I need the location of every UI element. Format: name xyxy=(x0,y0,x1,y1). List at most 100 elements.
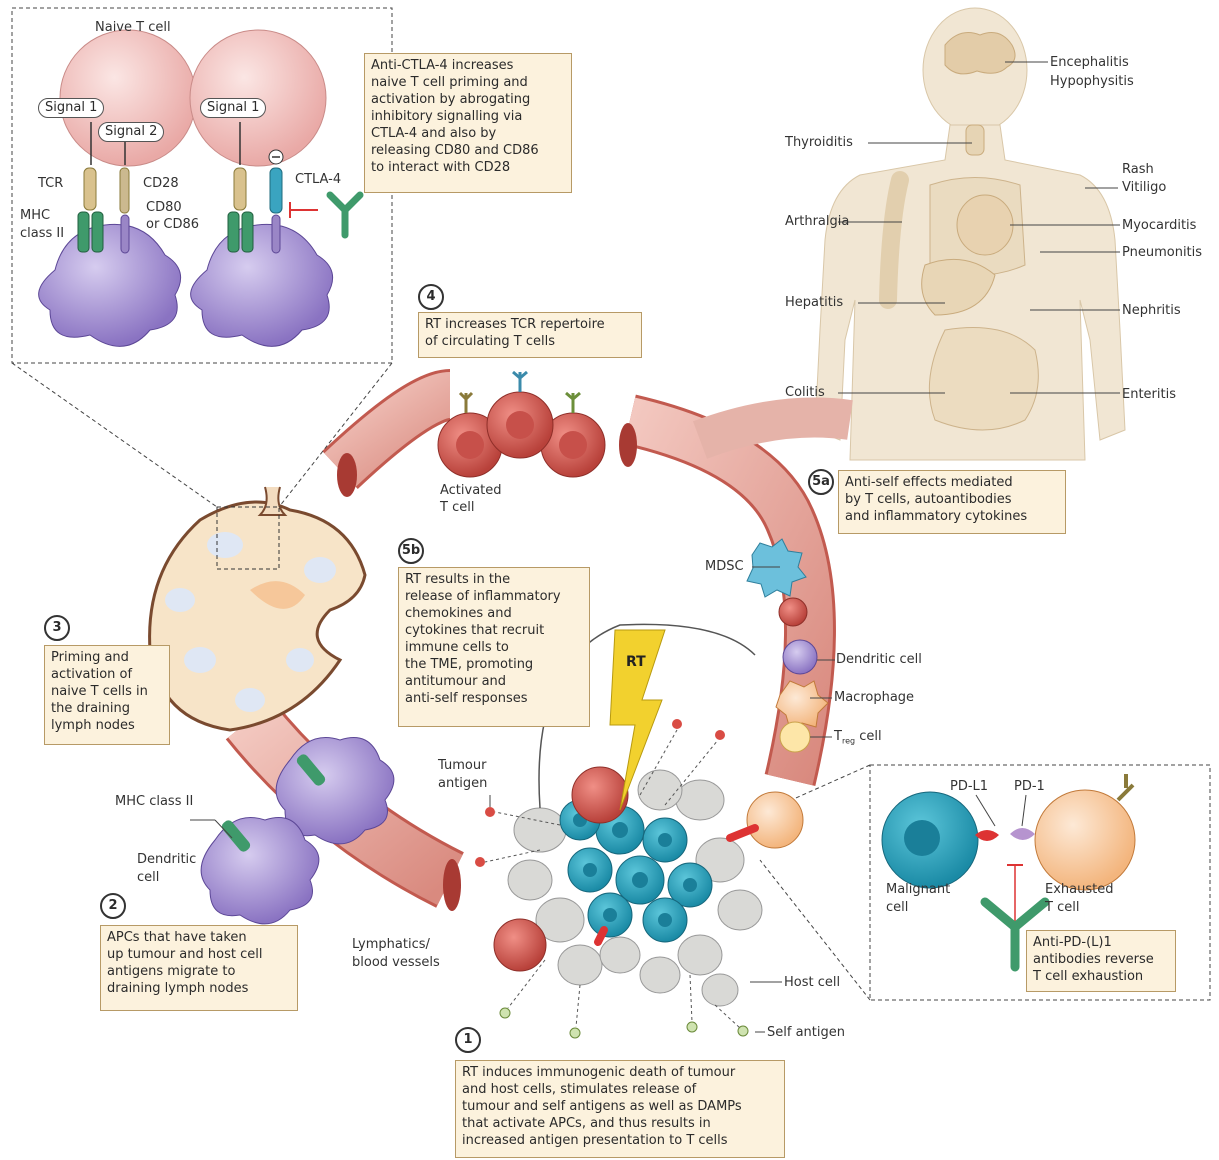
mhc-class-ii-label: MHC class II xyxy=(115,794,193,810)
colitis-label: Colitis xyxy=(785,385,825,401)
step-5b-line: antitumour and xyxy=(405,673,583,690)
lymphatics-label-line2: blood vessels xyxy=(352,955,440,971)
lymph-node xyxy=(150,487,365,730)
naive-t-cell-inset-art xyxy=(39,30,360,346)
treg-sub: reg xyxy=(842,737,855,746)
step-3-line: naive T cells in xyxy=(51,683,163,700)
encephalitis-label: Encephalitis xyxy=(1050,55,1129,71)
step-2-box: APCs that have taken up tumour and host … xyxy=(100,925,298,1011)
anti-pd-l1-line: T cell exhaustion xyxy=(1033,968,1169,985)
nephritis-label: Nephritis xyxy=(1122,303,1181,319)
macrophage-label: Macrophage xyxy=(834,690,914,706)
malignant-cell-label-line1: Malignant xyxy=(886,882,950,898)
step-3-badge: 3 xyxy=(44,615,70,641)
tumour-antigen-label-line1: Tumour xyxy=(438,758,486,774)
malignant-cell-label-line2: cell xyxy=(886,900,908,916)
signal-1-label-b: Signal 1 xyxy=(200,98,266,118)
signal-1-label: Signal 1 xyxy=(38,98,104,118)
anti-ctla4-line: activation by abrogating xyxy=(371,91,565,108)
step-2-line: draining lymph nodes xyxy=(107,980,291,997)
hepatitis-label: Hepatitis xyxy=(785,295,843,311)
arthralgia-label: Arthralgia xyxy=(785,214,849,230)
mhc-class-label-line1: MHC xyxy=(20,208,50,224)
step-5b-line: immune cells to xyxy=(405,639,583,656)
myocarditis-label: Myocarditis xyxy=(1122,218,1196,234)
step-3-line: activation of xyxy=(51,666,163,683)
step-1-line: increased antigen presentation to T cell… xyxy=(462,1132,778,1149)
step-5b-line: anti-self responses xyxy=(405,690,583,707)
step-2-line: antigens migrate to xyxy=(107,963,291,980)
dendritic-cell-label: Dendritic cell xyxy=(836,652,922,668)
activated-t-cells xyxy=(438,372,605,477)
step-5b-line: RT results in the xyxy=(405,571,583,588)
pneumonitis-label: Pneumonitis xyxy=(1122,245,1202,261)
rt-label: RT xyxy=(626,654,646,670)
step-5b-badge: 5b xyxy=(398,538,424,564)
anti-pd-l1-line: Anti-PD-(L)1 xyxy=(1033,934,1169,951)
step-4-box: RT increases TCR repertoire of circulati… xyxy=(418,312,642,358)
lymphatics-label-line1: Lymphatics/ xyxy=(352,937,430,953)
ctla4-label: CTLA-4 xyxy=(295,172,341,188)
step-2-line: APCs that have taken xyxy=(107,929,291,946)
anti-ctla4-line: releasing CD80 and CD86 xyxy=(371,142,565,159)
migrating-dendritic-cells xyxy=(201,738,394,924)
thyroiditis-label: Thyroiditis xyxy=(785,135,853,151)
step-5b-line: chemokines and xyxy=(405,605,583,622)
step-3-line: lymph nodes xyxy=(51,717,163,734)
mdsc-label: MDSC xyxy=(705,559,744,575)
anti-ctla4-box: Anti-CTLA-4 increases naive T cell primi… xyxy=(364,53,572,193)
step-1-line: that activate APCs, and thus results in xyxy=(462,1115,778,1132)
activated-t-cell-label-line1: Activated xyxy=(440,483,502,499)
step-5b-line: release of inflammatory xyxy=(405,588,583,605)
step-3-line: the draining xyxy=(51,700,163,717)
step-5b-line: cytokines that recruit xyxy=(405,622,583,639)
step-5a-line: Anti-self effects mediated xyxy=(845,474,1059,491)
signal-2-label: Signal 2 xyxy=(98,122,164,142)
dendritic-cell-lower-line2: cell xyxy=(137,870,159,886)
self-antigen-label: Self antigen xyxy=(767,1025,845,1041)
step-4-line: RT increases TCR repertoire xyxy=(425,316,635,333)
step-5a-box: Anti-self effects mediated by T cells, a… xyxy=(838,470,1066,534)
anti-ctla4-line: CTLA-4 and also by xyxy=(371,125,565,142)
mhc-class-label-line2: class II xyxy=(20,226,64,242)
anti-pd-l1-box: Anti-PD-(L)1 antibodies reverse T cell e… xyxy=(1026,930,1176,992)
exhausted-t-cell-label-line2: T cell xyxy=(1045,900,1079,916)
anti-ctla4-line: inhibitory signalling via xyxy=(371,108,565,125)
step-4-line: of circulating T cells xyxy=(425,333,635,350)
cd28-label: CD28 xyxy=(143,176,179,192)
anti-ctla4-line: to interact with CD28 xyxy=(371,159,565,176)
pd-l1-label: PD-L1 xyxy=(950,779,988,795)
activated-t-cell-label-line2: T cell xyxy=(440,500,474,516)
step-3-box: Priming and activation of naive T cells … xyxy=(44,645,170,745)
treg-label: Treg cell xyxy=(834,729,882,750)
tumour-antigen-label-line2: antigen xyxy=(438,776,487,792)
dendritic-cell-lower-line1: Dendritic xyxy=(137,852,196,868)
step-3-line: Priming and xyxy=(51,649,163,666)
pd-1-label: PD-1 xyxy=(1014,779,1045,795)
naive-t-cell-label: Naive T cell xyxy=(95,20,171,36)
enteritis-label: Enteritis xyxy=(1122,387,1176,403)
step-5b-line: the TME, promoting xyxy=(405,656,583,673)
step-5b-box: RT results in the release of inflammator… xyxy=(398,567,590,727)
step-5a-badge: 5a xyxy=(808,469,834,495)
hypophysitis-label: Hypophysitis xyxy=(1050,74,1134,90)
anti-ctla4-line: Anti-CTLA-4 increases xyxy=(371,57,565,74)
step-1-line: and host cells, stimulates release of xyxy=(462,1081,778,1098)
step-1-line: RT induces immunogenic death of tumour xyxy=(462,1064,778,1081)
exhausted-t-cell-label-line1: Exhausted xyxy=(1045,882,1113,898)
step-1-line: tumour and self antigens as well as DAMP… xyxy=(462,1098,778,1115)
host-cell-label: Host cell xyxy=(784,975,840,991)
treg-suffix: cell xyxy=(859,729,881,744)
treg-t: T xyxy=(834,729,842,744)
anti-ctla4-line: naive T cell priming and xyxy=(371,74,565,91)
cd80-label-line2: or CD86 xyxy=(146,217,199,233)
step-4-badge: 4 xyxy=(418,284,444,310)
anti-pd-l1-line: antibodies reverse xyxy=(1033,951,1169,968)
tcr-label: TCR xyxy=(38,176,63,192)
cd80-label-line1: CD80 xyxy=(146,200,182,216)
rash-label: Rash xyxy=(1122,162,1154,178)
step-1-box: RT induces immunogenic death of tumour a… xyxy=(455,1060,785,1158)
step-1-badge: 1 xyxy=(455,1027,481,1053)
step-5a-line: by T cells, autoantibodies xyxy=(845,491,1059,508)
step-2-line: up tumour and host cell xyxy=(107,946,291,963)
